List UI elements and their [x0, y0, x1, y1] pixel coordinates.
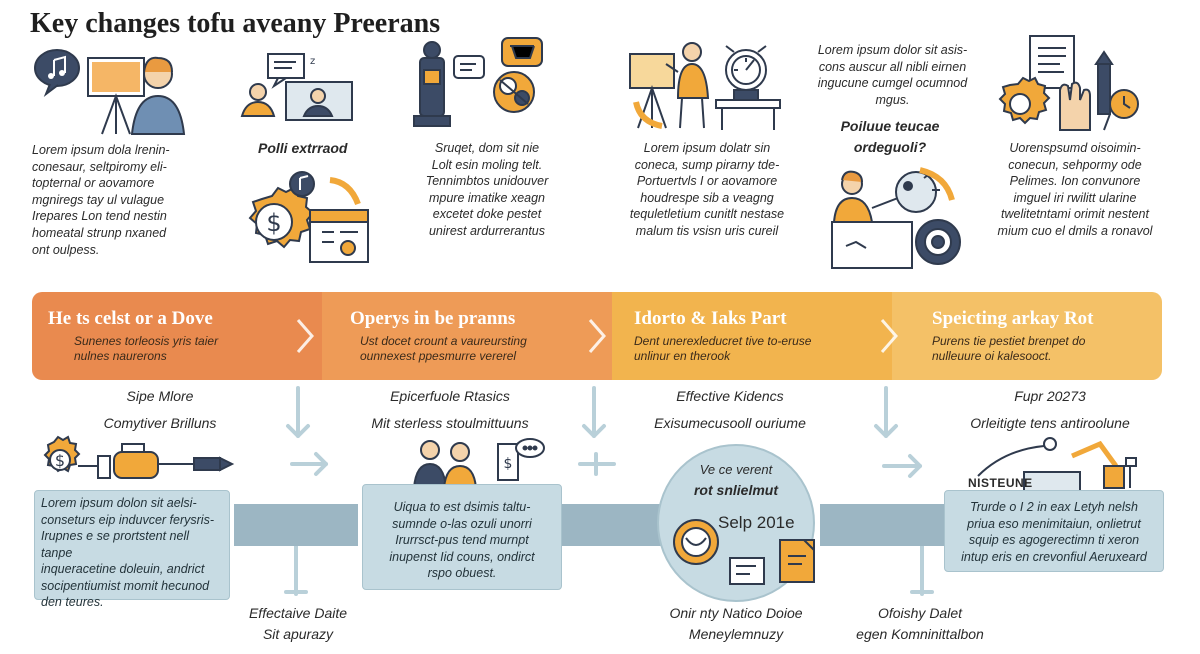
support-agent-illustration [831, 167, 961, 269]
bottom-col3-circle-line1: Ve ce verent [699, 462, 773, 477]
money-pipeline-icon: $ [43, 435, 235, 479]
banner-title-1: He ts celst or a Dove [48, 308, 213, 329]
bottom-col3-foot: Onir nty Natico Doioe Meneylemnuzy [669, 605, 803, 642]
bottom-col1-box: Lorem ipsum dolon sit aelsi- conseturs e… [34, 490, 230, 609]
banner-segment-4: Speicting arkay Rot Purens tie pestiet b… [892, 292, 1162, 380]
flow-band-right [820, 504, 944, 546]
bottom-col3-circle-date: Selp 201e [718, 513, 795, 532]
bottom-col3-label2: Exisumecusooll ouriume [654, 415, 806, 431]
robot-assistant-illustration [413, 37, 543, 127]
bottom-col3-circle-line2: rot snlielmut [693, 482, 778, 498]
flow-band-middle [560, 504, 670, 546]
bottom-col4-label2: Orleitigte tens antiroolune [970, 415, 1130, 431]
page-title: Key changes tofu aveany Preerans [30, 8, 441, 39]
top-col3-text: Sruqet, dom sit nie Lolt esin moling tel… [425, 141, 549, 238]
svg-text:$: $ [266, 209, 281, 237]
top-col1-text: Lorem ipsum dola lrenin- conesaur, seltp… [32, 143, 170, 257]
top-col5-heading: Poiluue teucae ordeguoli? [840, 118, 940, 155]
music-teacher-illustration [34, 49, 186, 135]
bottom-col4-label1: Fupr 20273 [1014, 388, 1086, 404]
bottom-col2-foot: Effectaive Daite Sit apurazy [248, 605, 348, 642]
bottom-col4-box: Trurde o I 2 in eax Letyh nelsh priua es… [944, 490, 1164, 572]
team-discussion-illustration: $ [412, 438, 545, 489]
bottom-col4-foot: Ofoishy Dalet egen Komninittalbon [856, 605, 984, 642]
bottom-col2-label1: Epicerfuole Rtasics [390, 388, 510, 404]
banner-title-3: Idorto & Iaks Part [634, 308, 787, 329]
construction-crane-illustration [977, 437, 1137, 493]
top-col5-text: Lorem ipsum dolor sit asis- cons auscur … [817, 43, 968, 107]
banner-sub-2: Ust docet crount a vaureursting ounnexes… [360, 334, 527, 363]
bottom-col2-box: Uiqua to est dsimis taltu- sumnde o-las … [362, 484, 562, 590]
svg-text:$: $ [504, 456, 513, 472]
bottom-col1-label2: Comytiver Brilluns [103, 415, 217, 431]
reward-document-icons [673, 519, 815, 585]
presenter-scale-illustration [629, 42, 781, 130]
chat-people-illustration: z [240, 53, 353, 121]
svg-text:$: $ [55, 451, 65, 470]
bottom-col1-label1: Sipe Mlore [126, 388, 194, 404]
banner-segment-2: Operys in be pranns Ust docet crount a v… [322, 292, 612, 380]
process-banner: He ts celst or a Dove Sunenes torleosis … [32, 292, 1162, 380]
flow-band-left [234, 504, 358, 546]
flow-connectors [284, 386, 934, 596]
banner-segment-3: Idorto & Iaks Part Dent unerexleducret t… [612, 292, 892, 380]
bottom-col2-label2: Mit sterless stoulmittuuns [371, 415, 529, 431]
svg-text:z: z [310, 56, 315, 67]
gear-dollar-calendar-icon: $ [248, 171, 369, 263]
banner-title-4: Speicting arkay Rot [932, 308, 1094, 329]
top-col2-heading: Polli extrraod [258, 140, 348, 156]
banner-sub-3: Dent unerexleducret tive to-eruse unlinu… [634, 334, 812, 363]
top-col6-text: Uorenspsumd oisoimin- conecun, sehpormy … [997, 141, 1153, 238]
banner-chevrons [296, 319, 898, 353]
banner-segment-1: He ts celst or a Dove Sunenes torleosis … [32, 292, 322, 380]
bottom-col4-sign: NISTEUNE [968, 476, 1033, 490]
banner-sub-4: Purens tie pestiet brenpet do nulleuure … [932, 334, 1086, 363]
banner-sub-1: Sunenes torleosis yris taier nulnes naur… [74, 334, 219, 363]
banner-title-2: Operys in be pranns [350, 308, 516, 329]
top-col4-text: Lorem ipsum dolatr sin coneca, sump pira… [629, 141, 785, 238]
document-gear-hand-illustration [998, 35, 1139, 131]
bottom-col3-label1: Effective Kidencs [676, 388, 784, 404]
